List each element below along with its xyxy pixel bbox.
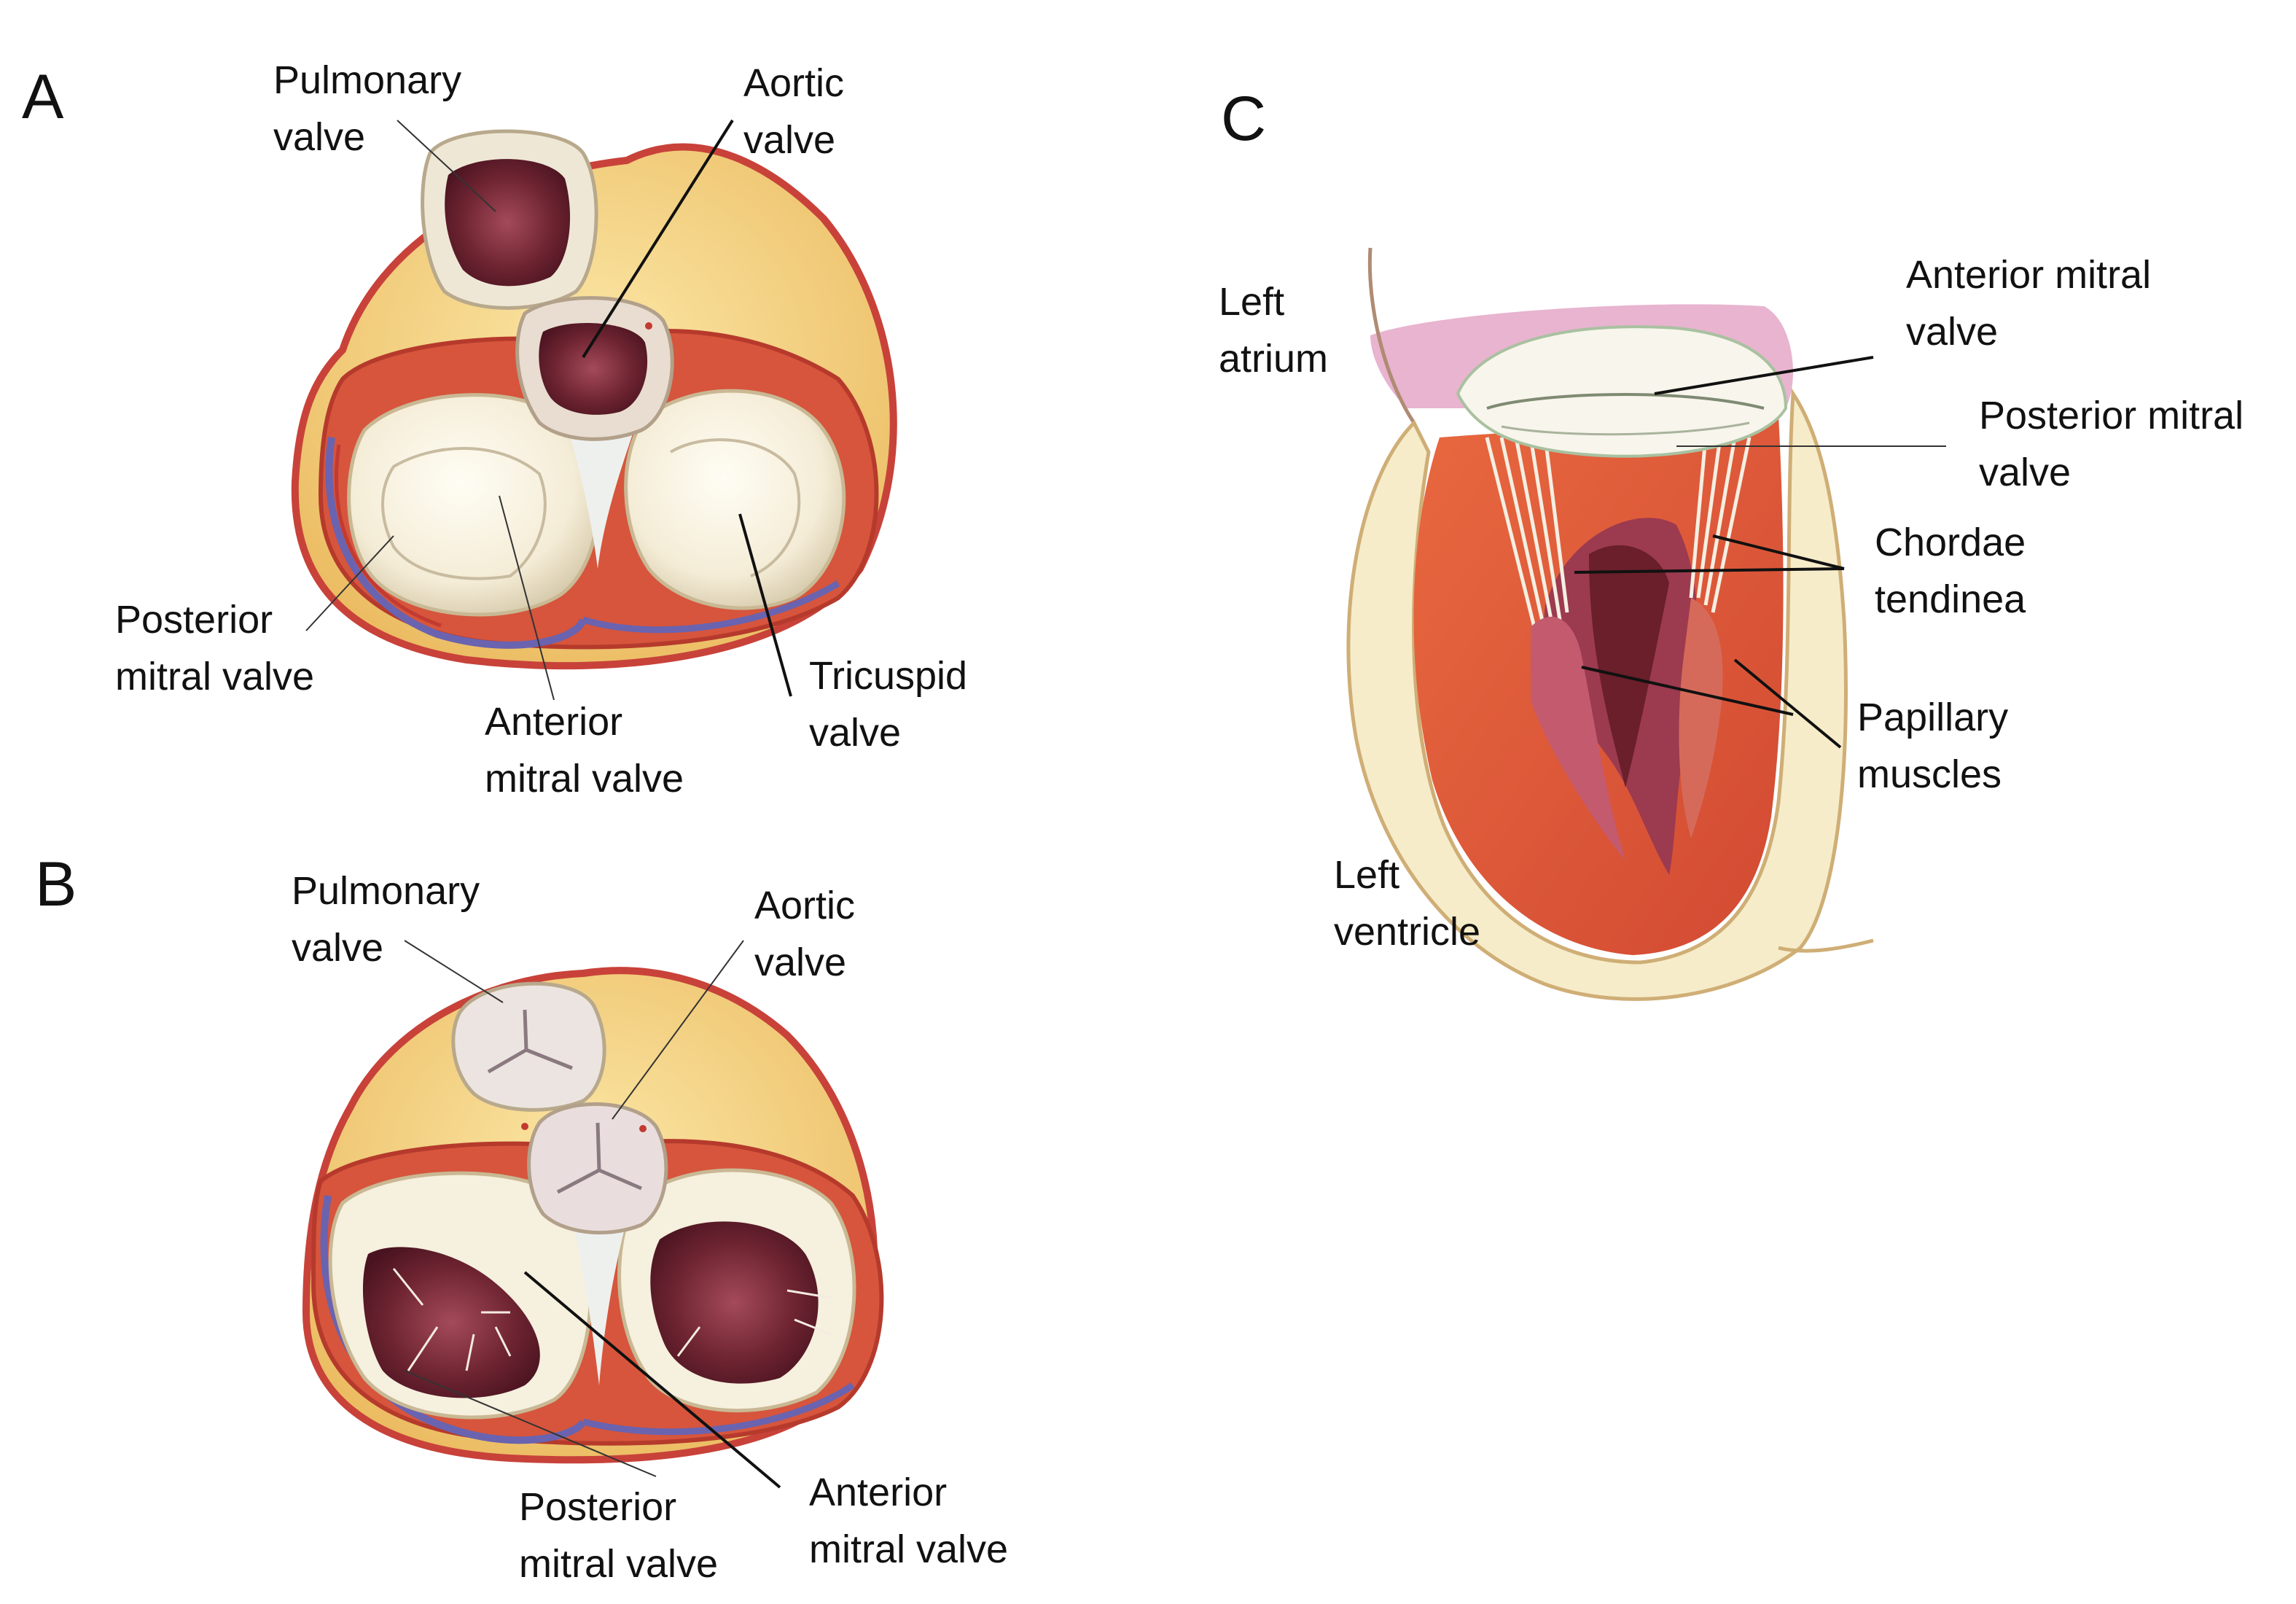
panel-b-anterior-label-2: mitral valve [809,1527,1008,1571]
panel-a-posterior-label-2: mitral valve [115,655,314,698]
panel-c-anterior-label-1: Anterior mitral [1906,253,2151,297]
panel-c-left-ventricle [1346,388,1848,1001]
panel-a-mitral-valve [347,393,600,617]
panel-a-aortic-label-2: valve [743,118,835,162]
panel-a-tricuspid-leader [738,513,792,697]
panel-b-vessel-blue [320,1195,587,1444]
panel-c: C [1219,84,2244,1001]
panel-c-chordae-leader-1 [1712,534,1845,570]
panel-b-aortic-label-1: Aortic [754,884,855,927]
panel-a-pulmonary-leader [397,120,496,212]
panel-c-papillary-left [1531,616,1625,860]
panel-b-posterior-label-1: Posterior [519,1485,676,1529]
panel-c-anterior-leader [1654,356,1874,395]
panel-c-posterior-label-1: Posterior mitral [1979,394,2244,437]
panel-a-aortic-leader [582,119,734,359]
panel-a-illustration [291,129,897,670]
panel-c-posterior-label-2: valve [1979,451,2071,494]
panel-a-anterior-leader [499,495,555,701]
panel-c-left-ventricle-label-1: Left [1334,853,1399,897]
panel-c-chordae-label-2: tendinea [1875,577,2026,621]
panel-a-pulmonary-label-1: Pulmonary [273,58,461,102]
panel-b-illustration [302,967,884,1464]
panel-b-pulmonary-label-2: valve [292,926,383,970]
panel-a-posterior-label-1: Posterior [115,598,273,642]
panel-c-chordae-leader-2 [1574,567,1845,574]
panel-c-papillary-leader-2 [1581,666,1794,716]
panel-c-left-ventricle-label-2: ventricle [1334,910,1480,954]
panel-c-left-atrium-label-1: Left [1219,280,1284,324]
panel-b-mitral-valve [328,1171,593,1420]
panel-b-pulmonary-label-1: Pulmonary [292,869,480,913]
panel-b-posterior-leader [404,1370,657,1477]
panel-b-pulmonary-leader [404,940,504,1003]
panel-c-letter: C [1221,84,1266,154]
panel-c-papillary-label-1: Papillary [1857,696,2008,739]
panel-a-aortic-valve-shape [515,296,674,441]
panel-c-chordae-label-1: Chordae [1875,521,2026,564]
panel-a-pulmonary-label-2: valve [273,115,365,159]
panel-a-posterior-leader [305,535,394,631]
panel-c-papillary-right [1679,598,1723,838]
panel-c-left-atrium-label-2: atrium [1219,337,1328,381]
panel-b-aortic-label-2: valve [754,941,846,984]
panel-c-papillary-leader-1 [1733,658,1842,749]
panel-c-mitral-valve-shape [1456,325,1788,458]
panel-a-letter: A [22,62,64,132]
panel-a-anterior-label-1: Anterior [485,700,622,744]
panel-c-papillary-label-2: muscles [1857,752,2002,796]
panel-b-letter: B [35,849,77,919]
panel-b-posterior-label-2: mitral valve [519,1542,718,1586]
panel-a-tricuspid-label-2: valve [809,711,901,755]
panel-b: B [35,849,1008,1586]
panel-b-pulmonary-valve-shape [451,981,606,1112]
panel-a-pulmonary-valve-shape [421,129,598,310]
panel-a-aortic-label-1: Aortic [743,61,844,105]
panel-b-aortic-leader [612,940,744,1120]
panel-c-illustration [1346,247,1874,1001]
panel-b-anterior-leader [523,1271,781,1489]
panel-a-anterior-label-2: mitral valve [485,757,684,801]
panel-b-anterior-label-1: Anterior [809,1471,947,1514]
panel-b-aortic-valve-shape [521,1102,668,1235]
panel-a: A [22,58,967,801]
panel-a-tricuspid-valve [624,389,846,610]
panel-c-anterior-label-2: valve [1906,310,1998,354]
panel-a-tricuspid-label-1: Tricuspid [809,654,967,698]
panel-b-tricuspid-valve [617,1168,856,1413]
panel-a-vessel-blue [325,437,587,649]
